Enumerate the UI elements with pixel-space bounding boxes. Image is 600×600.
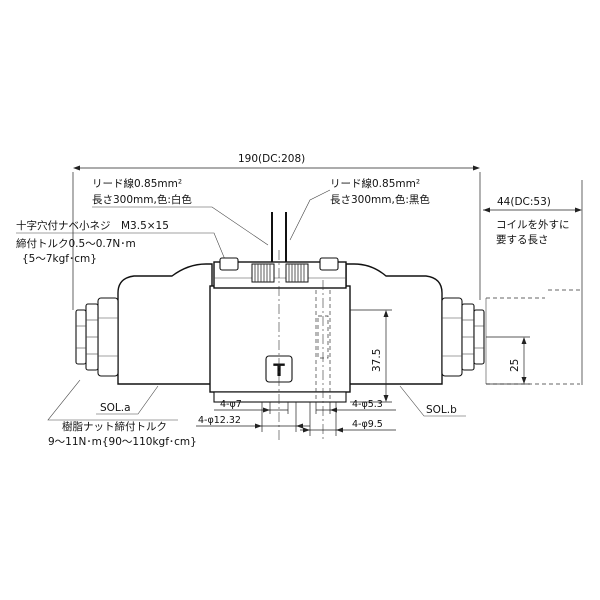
hole-phi5-3-label: 4-φ5.3 bbox=[352, 399, 383, 410]
nut-torque-label-2: 9～11N･m{90～110kgf･cm} bbox=[48, 436, 197, 448]
nut-torque-label-1: 樹脂ナット締付トルク bbox=[62, 420, 167, 433]
height-37-5-dimension: 37.5 bbox=[350, 309, 392, 403]
torque-label-2: {5～7kgf･cm} bbox=[22, 253, 97, 265]
hole-phi9-5-label: 4-φ9.5 bbox=[352, 419, 383, 430]
lead-wire-white-callout: リード線0.85mm² 長さ300mm,色:白色 bbox=[92, 177, 269, 246]
hole-phi12-32-label: 4-φ12.32 bbox=[198, 415, 241, 426]
lead-black-label-1: リード線0.85mm² bbox=[330, 177, 420, 190]
sol-a-callout: SOL.a bbox=[96, 385, 159, 415]
sol-b-label: SOL.b bbox=[426, 404, 457, 416]
torque-label-1: 締付トルク0.5～0.7N･m bbox=[16, 237, 136, 250]
sol-b-callout: SOL.b bbox=[399, 385, 466, 417]
screw-callout: 十字穴付ナベ小ネジ M3.5×15 締付トルク0.5～0.7N･m {5～7kg… bbox=[16, 219, 227, 265]
screw-head-right-icon bbox=[319, 257, 339, 271]
lead-wire-black-callout: リード線0.85mm² 長さ300mm,色:黒色 bbox=[289, 177, 430, 241]
coil-removal-dim-label: 44(DC:53) bbox=[497, 196, 551, 208]
lead-white-label-1: リード線0.85mm² bbox=[92, 177, 182, 190]
coil-removal-note-2: 要する長さ bbox=[496, 234, 549, 246]
hole-callouts: 4-φ7 4-φ12.32 4-φ5.3 4-φ9.5 bbox=[196, 399, 396, 436]
valve-body: T bbox=[209, 250, 351, 440]
sol-a-label: SOL.a bbox=[100, 402, 131, 414]
lead-white-label-2: 長さ300mm,色:白色 bbox=[92, 193, 192, 206]
height-37-5-label: 37.5 bbox=[371, 349, 383, 372]
height-25-label: 25 bbox=[509, 359, 521, 372]
screw-label: 十字穴付ナベ小ネジ M3.5×15 bbox=[16, 219, 169, 232]
solenoid-a-housing bbox=[75, 263, 213, 385]
screw-head-left-icon bbox=[219, 257, 239, 271]
nut-torque-callout: 樹脂ナット締付トルク 9～11N･m{90～110kgf･cm} bbox=[47, 379, 197, 448]
solenoid-b-housing bbox=[345, 263, 485, 385]
height-25-dimension: 25 bbox=[486, 336, 530, 385]
overall-length-label: 190(DC:208) bbox=[238, 153, 305, 165]
hole-phi7-label: 4-φ7 bbox=[220, 399, 242, 410]
coil-removal-dimension: 44(DC:53) コイルを外すに 要する長さ bbox=[483, 180, 583, 385]
overall-length-dimension: 190(DC:208) bbox=[72, 153, 481, 310]
lead-black-label-2: 長さ300mm,色:黒色 bbox=[330, 193, 430, 206]
coil-winding bbox=[251, 263, 309, 283]
coil-removal-note-1: コイルを外すに bbox=[496, 219, 570, 231]
